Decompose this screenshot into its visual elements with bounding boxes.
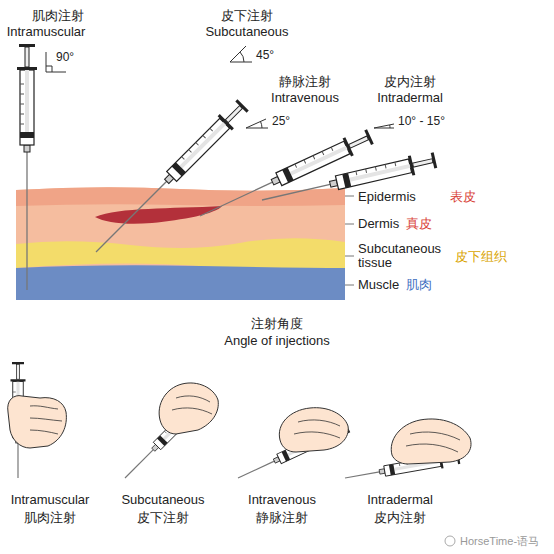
layer-name-en: Subcutaneous tissue — [358, 242, 450, 270]
section-heading-cn: 注射角度 — [251, 316, 303, 331]
angle-value: 45° — [256, 48, 274, 63]
injection-name-cn: 皮内注射 — [374, 510, 426, 525]
injection-name-en: Intradermal — [367, 492, 433, 507]
injection-name-en: Intravenous — [248, 492, 316, 507]
layer-name-cn: 皮下组织 — [455, 249, 507, 264]
epidermis-layer — [16, 187, 345, 206]
injection-name-cn: 静脉注射 — [279, 74, 331, 89]
syringe-subcutaneous — [160, 98, 251, 189]
layer-name-en: Muscle — [358, 277, 399, 292]
subcutaneous-layer — [16, 238, 345, 269]
injection-name-cn: 静脉注射 — [256, 510, 308, 525]
layer-name-cn: 真皮 — [406, 216, 432, 231]
injection-name-en: Intravenous — [271, 90, 339, 105]
angle-value: 90° — [56, 50, 74, 65]
injection-name-cn: 肌肉注射 — [32, 8, 84, 23]
angle-marks — [46, 46, 394, 128]
syringe-intradermal — [328, 150, 438, 194]
injection-name-cn: 皮内注射 — [384, 74, 436, 89]
muscle-layer — [16, 265, 345, 300]
injection-name-en: Intramuscular — [11, 492, 90, 507]
injection-name-cn: 皮下注射 — [137, 510, 189, 525]
injection-name-en: Subcutaneous — [121, 492, 204, 507]
angle-value: 10° - 15° — [398, 114, 445, 129]
dermis-layer — [16, 187, 345, 300]
watermark: HorseTime-语马 — [460, 534, 539, 549]
injection-name-en: Intradermal — [377, 90, 443, 105]
layer-name-cn: 表皮 — [450, 189, 476, 204]
layer-name-cn: 肌肉 — [406, 277, 432, 292]
skin-layers — [16, 187, 345, 300]
leader-lines — [345, 196, 354, 285]
injection-name-cn: 皮下注射 — [221, 8, 273, 23]
watermark-icon — [445, 536, 455, 546]
hand-illustrations — [8, 362, 471, 479]
injection-name-en: Subcutaneous — [205, 24, 288, 39]
layer-name-en: Epidermis — [358, 189, 416, 204]
section-heading-en: Angle of injections — [224, 333, 330, 348]
angle-value: 25° — [272, 114, 290, 129]
layer-name-en: Dermis — [358, 216, 399, 231]
injection-name-cn: 肌肉注射 — [24, 510, 76, 525]
injection-name-en: Intramuscular — [7, 24, 86, 39]
syringe-intramuscular — [17, 44, 37, 152]
